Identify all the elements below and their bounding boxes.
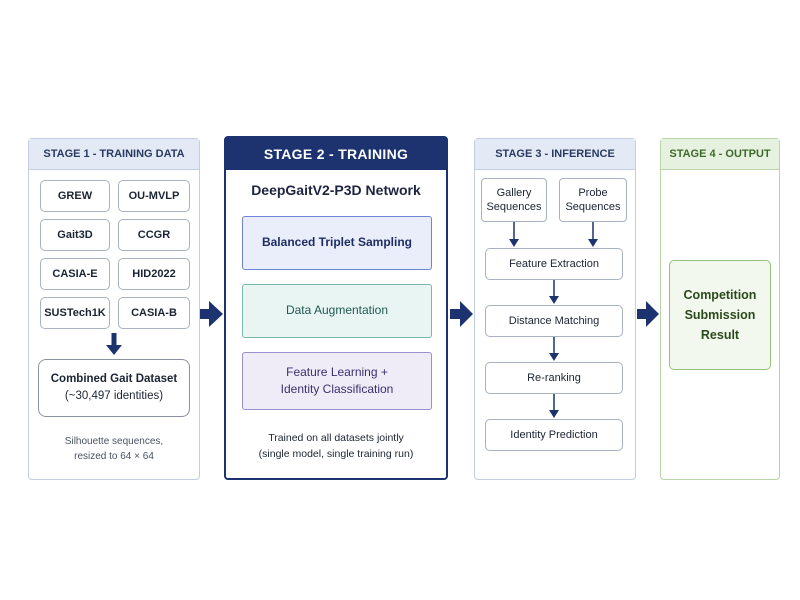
stage-1-note-line-1: Silhouette sequences, — [64, 436, 164, 447]
stage-2-note: Trained on all datasets jointly (single … — [232, 431, 440, 463]
gallery-sequences-label: Sequences — [486, 201, 542, 213]
feature-learning-label: Feature Learning + — [286, 364, 388, 379]
re-ranking: Re-ranking — [485, 362, 623, 394]
stage-4-header: STAGE 4 - OUTPUT — [661, 139, 779, 170]
arrow-feature-extraction-to-distance-matching — [549, 280, 559, 304]
data-augmentation: Data Augmentation — [242, 284, 432, 338]
arrow-stage-2-to-stage-3 — [450, 301, 473, 327]
combined-dataset-count: (~30,497 identities) — [64, 390, 164, 402]
stage-1-note-line-2: resized to 64 × 64 — [74, 451, 154, 462]
result-line-3: Result — [700, 328, 740, 342]
dataset-casia-e: CASIA-E — [40, 258, 110, 290]
competition-submission-result: Competition Submission Result — [669, 260, 771, 370]
dataset-casia-b: CASIA-B — [118, 297, 190, 329]
probe-sequences-label: Sequences — [565, 201, 621, 213]
dataset-hid2022: HID2022 — [118, 258, 190, 290]
arrow-probe-to-feature-extraction — [588, 222, 598, 247]
feature-extraction: Feature Extraction — [485, 248, 623, 280]
dataset-sustech1k: SUSTech1K — [40, 297, 110, 329]
stage-1-note: Silhouette sequences, resized to 64 × 64 — [30, 434, 198, 464]
arrow-re-ranking-to-identity-prediction — [549, 394, 559, 418]
dataset-gait3d: Gait3D — [40, 219, 110, 251]
arrow-stage-1-to-stage-2 — [200, 301, 223, 327]
dataset-grew: GREW — [40, 180, 110, 212]
dataset-ccgr: CCGR — [118, 219, 190, 251]
arrow-stage-3-to-stage-4 — [637, 301, 659, 327]
stage-2-note-line-1: Trained on all datasets jointly — [268, 432, 404, 444]
identity-classification-label: Identity Classification — [280, 382, 394, 396]
distance-matching: Distance Matching — [485, 305, 623, 337]
arrow-datasets-to-combined — [106, 333, 122, 355]
result-line-2: Submission — [684, 308, 756, 322]
probe-label: Probe — [578, 186, 608, 199]
stage-3-header: STAGE 3 - INFERENCE — [475, 139, 635, 170]
combined-dataset-title: Combined Gait Dataset — [50, 372, 178, 385]
stage-2-note-line-2: (single model, single training run) — [258, 447, 414, 460]
gallery-sequences: Gallery Sequences — [481, 178, 547, 222]
probe-sequences: Probe Sequences — [559, 178, 627, 222]
stage-2-header: STAGE 2 - TRAINING — [226, 138, 446, 170]
result-line-1: Competition — [683, 288, 757, 302]
gallery-label: Gallery — [496, 186, 532, 199]
network-name: DeepGaitV2-P3D Network — [251, 182, 421, 198]
identity-prediction: Identity Prediction — [485, 419, 623, 451]
feature-learning-identity-classification: Feature Learning + Identity Classificati… — [242, 352, 432, 410]
arrow-gallery-to-feature-extraction — [509, 222, 519, 247]
combined-gait-dataset: Combined Gait Dataset (~30,497 identitie… — [38, 359, 190, 417]
arrow-distance-matching-to-re-ranking — [549, 337, 559, 361]
balanced-triplet-sampling: Balanced Triplet Sampling — [242, 216, 432, 270]
dataset-ou-mvlp: OU-MVLP — [118, 180, 190, 212]
stage-1-header: STAGE 1 - TRAINING DATA — [29, 139, 199, 170]
